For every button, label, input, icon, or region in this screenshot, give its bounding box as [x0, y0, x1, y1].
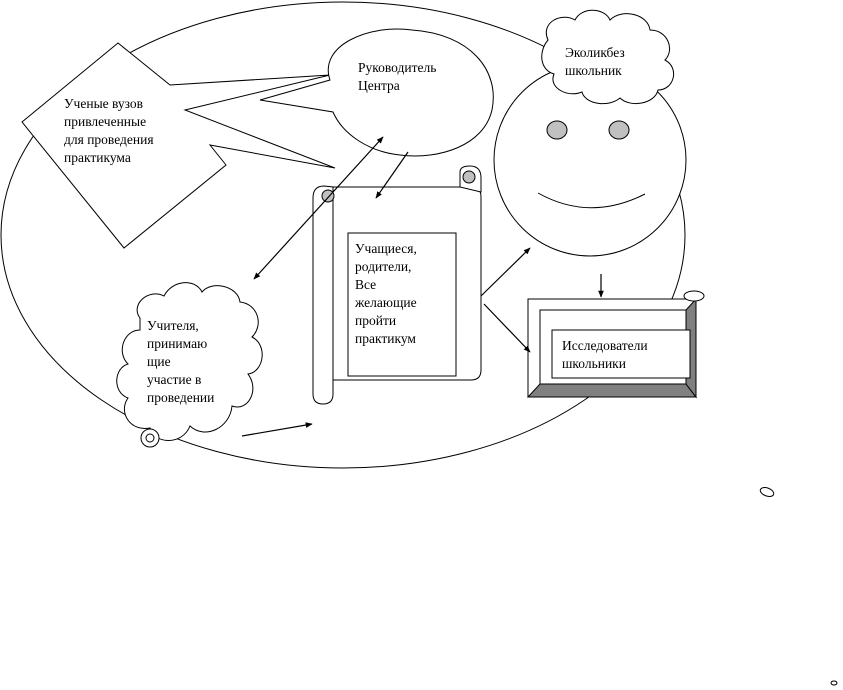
scientists-label: Ученые вузов привлеченные для проведения…	[64, 96, 154, 165]
arrow-students-ecoliteracy	[480, 247, 531, 297]
teachers-cloud-tail-small	[145, 433, 155, 443]
stray-ellipse-3	[830, 680, 838, 686]
outer-ellipse	[0, 1, 686, 469]
arrow-head-teachers	[253, 136, 384, 280]
stray-ellipse-1	[683, 290, 705, 302]
arrow-head-students	[375, 151, 409, 199]
smiley-right-eye	[608, 120, 630, 140]
smiley-mouth	[537, 192, 646, 209]
arrow-teachers-students	[241, 422, 313, 437]
ecoliteracy-label: Эколикбез школьник	[565, 45, 625, 78]
researchers-label: Исследователи школьники	[562, 338, 648, 371]
students-label: Учащиеся, родители, Все желающие пройти …	[355, 241, 417, 346]
arrow-students-researchers	[483, 303, 531, 353]
teachers-label: Учителя, принимаю щие участие в проведен…	[147, 318, 215, 405]
smiley-face	[493, 63, 687, 257]
head-label: Руководитель Центра	[358, 60, 437, 93]
smiley-left-eye	[546, 120, 568, 140]
stray-ellipse-2	[759, 487, 775, 497]
ecoliteracy-cloud-shape	[541, 9, 675, 105]
researchers-frame	[526, 297, 698, 399]
teachers-cloud-shape	[116, 282, 263, 441]
